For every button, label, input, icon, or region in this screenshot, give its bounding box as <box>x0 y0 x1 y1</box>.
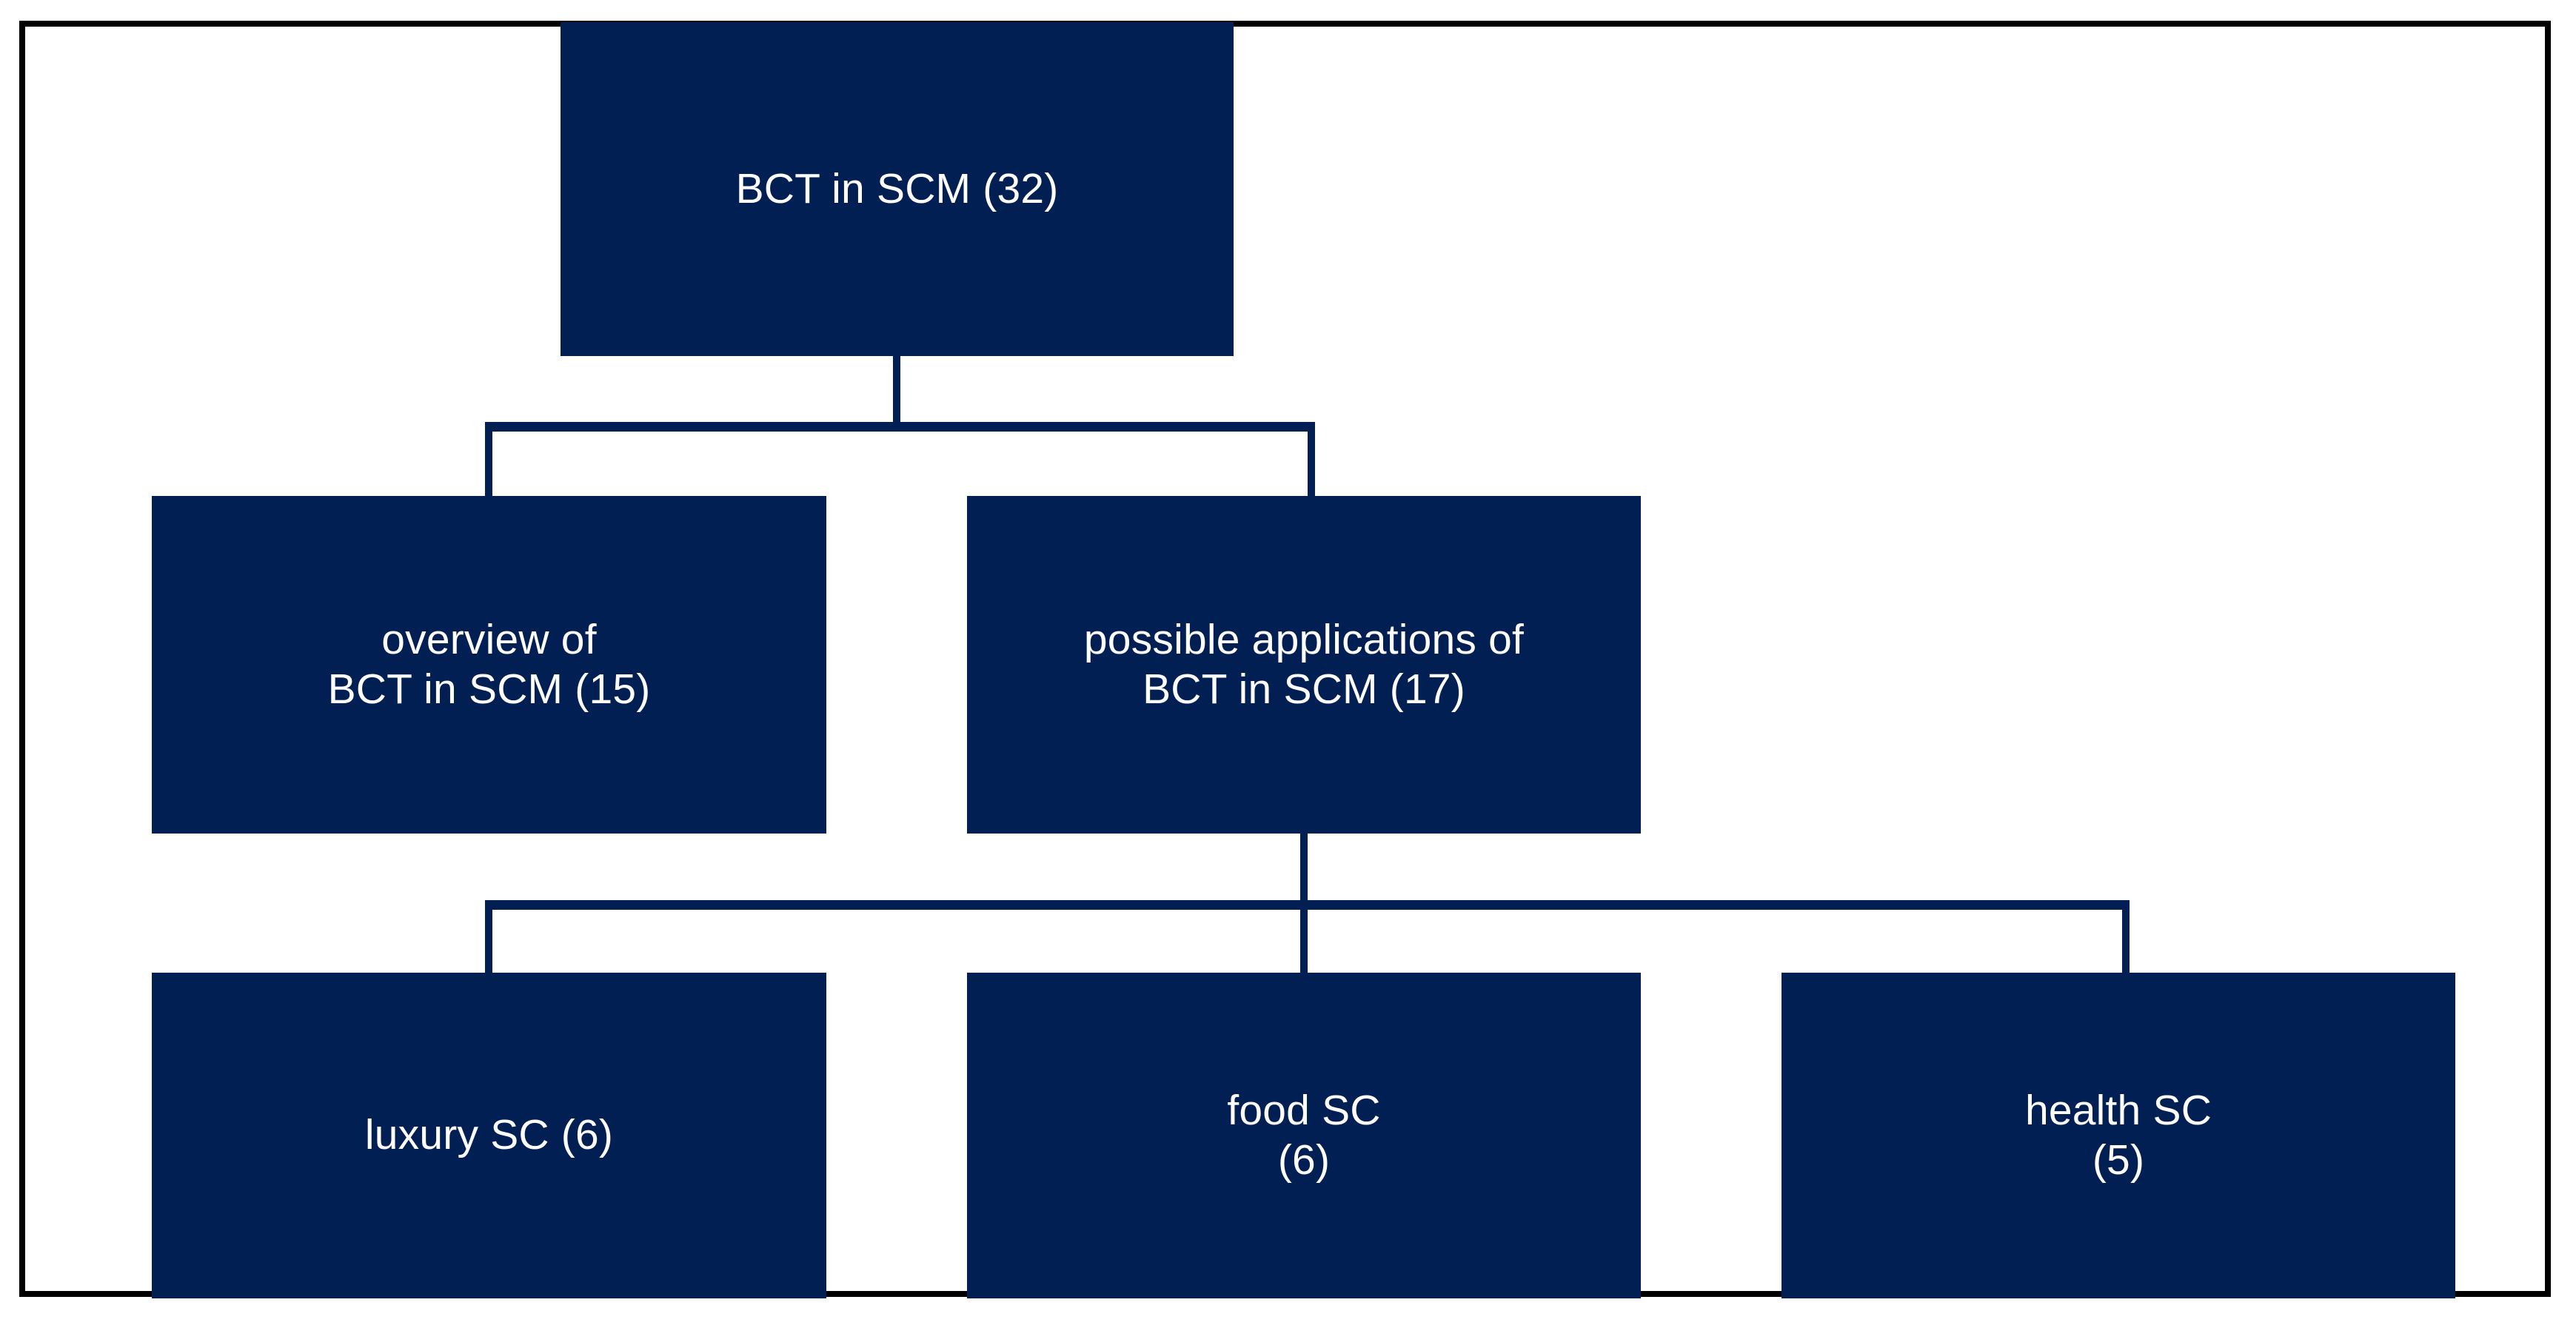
node-health-sc[interactable]: health SC (5) <box>1782 973 2455 1298</box>
connector-drop-to-applications <box>1308 422 1315 500</box>
node-food-sc-label: food SC (6) <box>1227 1086 1381 1184</box>
node-food-sc[interactable]: food SC (6) <box>967 973 1641 1298</box>
connector-drop-to-overview <box>485 422 492 500</box>
connector-root-stem <box>893 356 900 424</box>
node-possible-applications-of-bct-in-scm-label: possible applications of BCT in SCM (17) <box>1083 615 1525 713</box>
connector-drop-to-luxury <box>485 900 492 976</box>
node-bct-in-scm-label: BCT in SCM (32) <box>735 164 1059 212</box>
node-luxury-sc[interactable]: luxury SC (6) <box>152 973 826 1298</box>
connector-drop-to-health <box>2122 900 2130 976</box>
node-overview-of-bct-in-scm[interactable]: overview of BCT in SCM (15) <box>152 496 826 834</box>
connector-drop-to-food <box>1300 900 1308 976</box>
connector-root-horizontal-bar <box>485 422 1315 432</box>
node-bct-in-scm[interactable]: BCT in SCM (32) <box>561 22 1234 356</box>
node-possible-applications-of-bct-in-scm[interactable]: possible applications of BCT in SCM (17) <box>967 496 1641 834</box>
connector-applications-stem <box>1300 834 1308 904</box>
node-overview-of-bct-in-scm-label: overview of BCT in SCM (15) <box>327 615 651 713</box>
node-luxury-sc-label: luxury SC (6) <box>364 1111 614 1159</box>
node-health-sc-label: health SC (5) <box>2024 1086 2212 1184</box>
